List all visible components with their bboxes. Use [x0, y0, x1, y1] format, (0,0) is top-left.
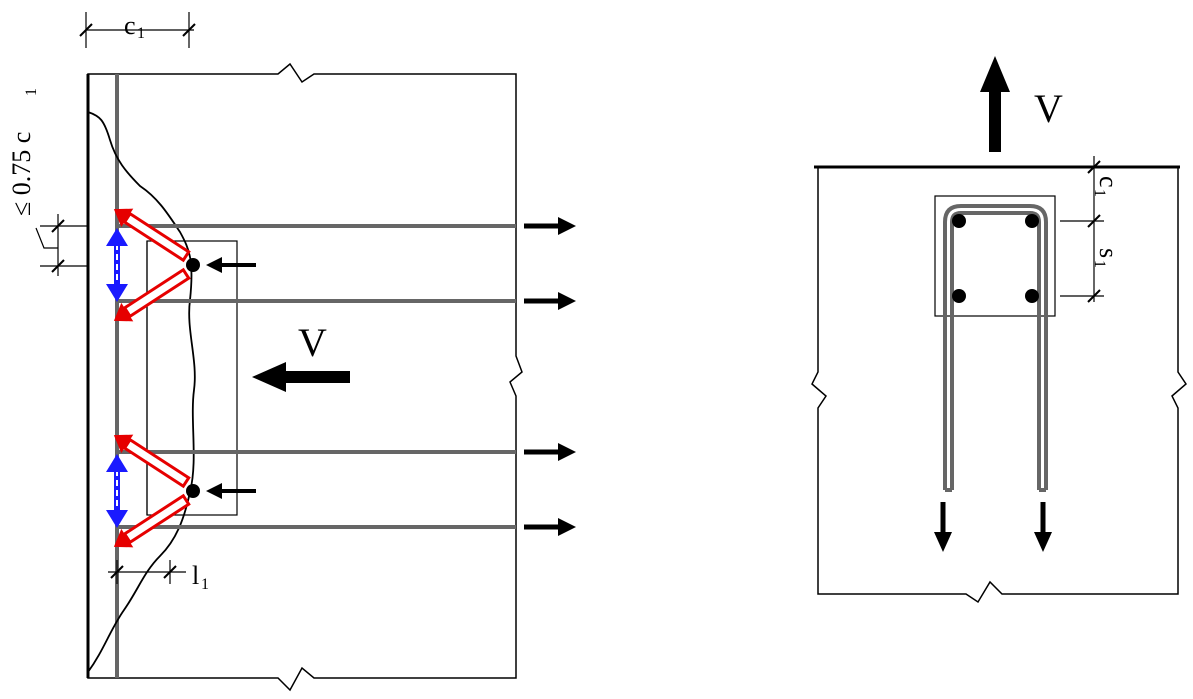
right-view: V c 1 s 1 [811, 56, 1187, 604]
anchor-top [186, 258, 200, 272]
left-concrete-outline [87, 62, 523, 692]
hairpin-inner [950, 211, 1041, 490]
hairpin-outer [943, 204, 1048, 490]
strut-tie-bottom [106, 434, 191, 548]
anchor-bottom [186, 484, 200, 498]
dim-075c1: ≤ 0.75 c 1 [7, 88, 88, 276]
breakout-cone-outline [87, 111, 196, 673]
dim-075c1-text: ≤ 0.75 c [7, 132, 36, 216]
dim-c1-s1-right: c 1 s 1 [1060, 156, 1123, 303]
dim-s1-right-main: s [1094, 248, 1123, 258]
dim-c1-left-main: c [124, 11, 136, 40]
anchor-load-arrows [206, 257, 256, 499]
dim-c1-right-sub: 1 [1091, 189, 1108, 197]
right-concrete-outline [811, 166, 1187, 604]
dim-c1-left: c 1 [79, 11, 196, 48]
right-anchor-2 [1025, 214, 1039, 228]
right-anchor-3 [952, 289, 966, 303]
right-anchor-1 [952, 214, 966, 228]
shear-label-right: V [1034, 86, 1063, 131]
dim-l1: l 1 [108, 560, 209, 593]
dim-c1-left-sub: 1 [137, 25, 145, 42]
shear-arrow-right [980, 56, 1010, 152]
shear-label-left: V [298, 320, 327, 365]
dim-c1-right-main: c [1094, 176, 1123, 188]
shear-arrow-left [252, 362, 350, 392]
dim-s1-right-sub: 1 [1091, 260, 1108, 268]
dim-075c1-sub: 1 [23, 88, 40, 96]
right-base-plate [934, 195, 1056, 317]
right-tension-arrows [934, 502, 1052, 552]
right-anchor-4 [1025, 289, 1039, 303]
tension-arrows [524, 217, 576, 536]
strut-tie-top [106, 208, 191, 322]
dim-l1-sub: 1 [201, 576, 209, 593]
left-view: V [7, 11, 576, 692]
dim-l1-main: l [192, 561, 199, 590]
